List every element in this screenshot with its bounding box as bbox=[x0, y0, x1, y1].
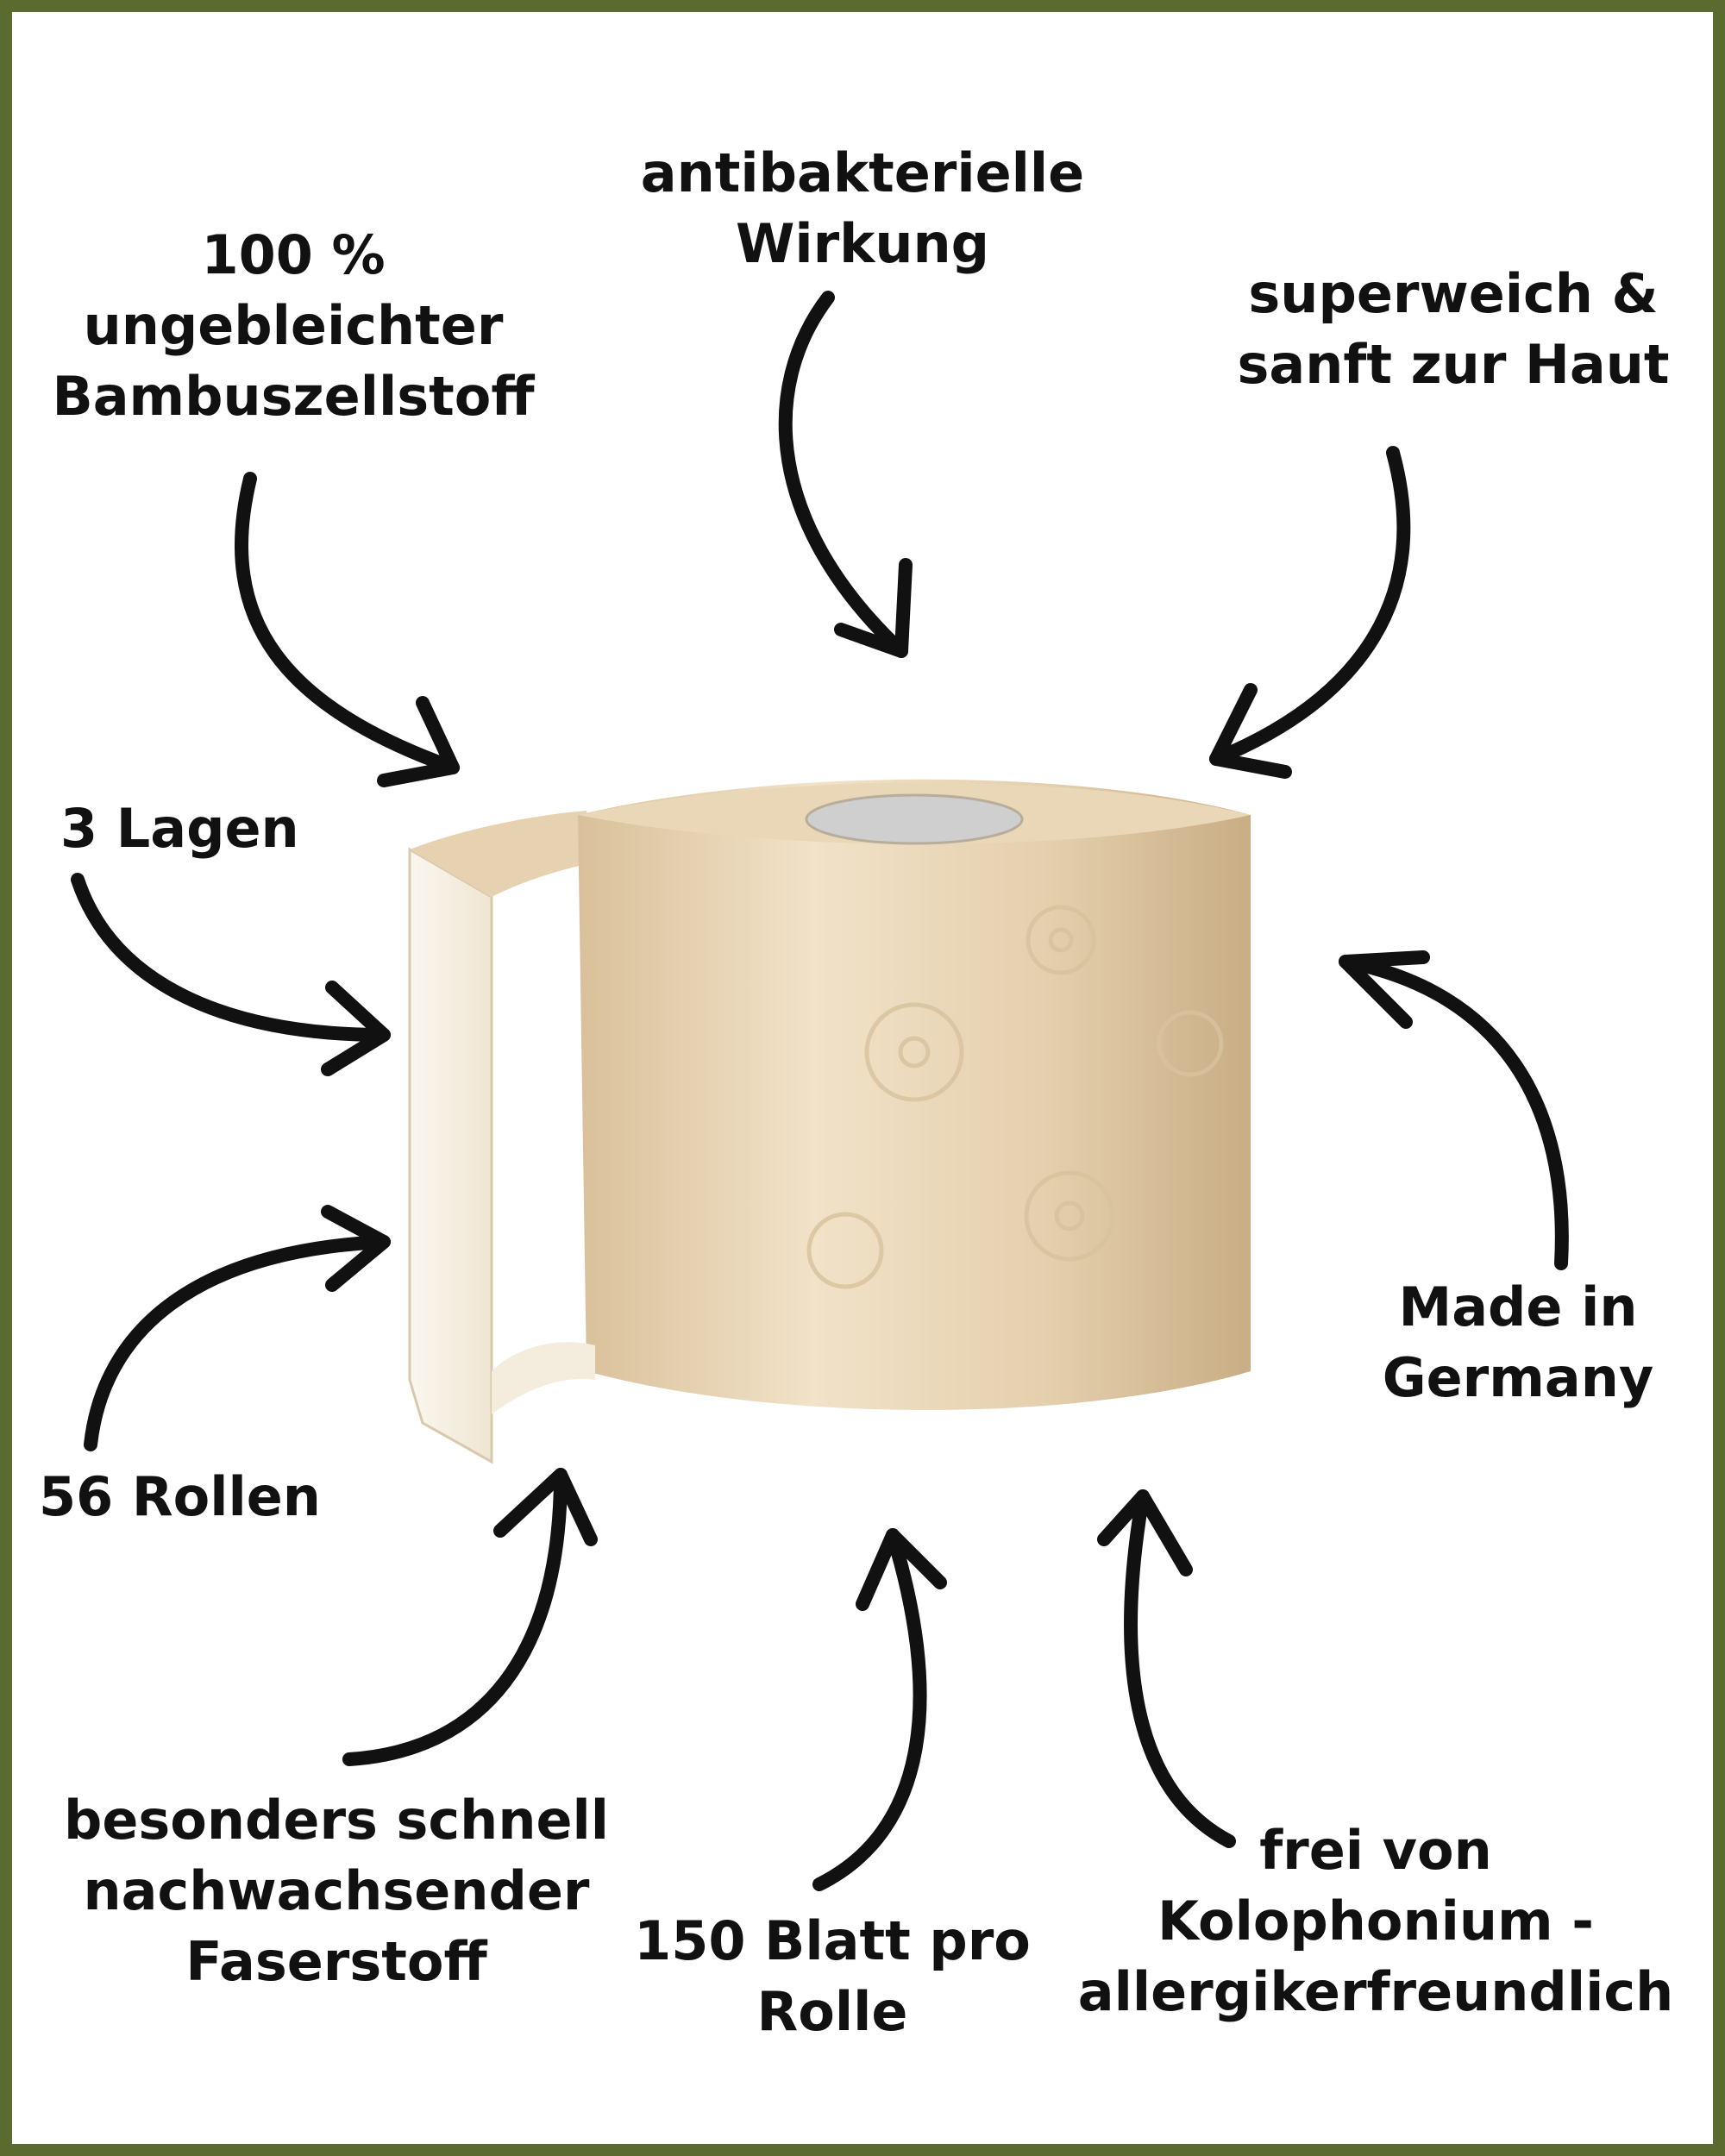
arrow-superweich bbox=[1209, 446, 1411, 766]
label-superweich-line2: sanft zur Haut bbox=[1237, 333, 1670, 396]
label-blatt-line1: 150 Blatt pro bbox=[634, 1909, 1031, 1972]
label-germany: Made in Germany bbox=[1346, 1272, 1690, 1413]
arrow-kolophonium bbox=[1124, 1489, 1236, 1848]
arrow-antibakteriell bbox=[778, 291, 908, 658]
arrow-germany-head bbox=[1339, 950, 1430, 1029]
label-bambus: 100 % ungebleichter Bambuszellstoff bbox=[52, 220, 535, 432]
arrow-rollen bbox=[84, 1235, 391, 1451]
arrow-faserstoff-head bbox=[493, 1468, 598, 1546]
arrow-antibakteriell-head bbox=[834, 558, 913, 658]
label-bambus-line2: ungebleichter bbox=[83, 294, 504, 357]
label-faserstoff-line2: nachwachsender bbox=[83, 1859, 590, 1922]
label-bambus-line1: 100 % bbox=[201, 223, 386, 286]
label-lagen: 3 Lagen bbox=[60, 793, 405, 864]
toilet-paper-roll-icon bbox=[408, 779, 1251, 1464]
arrow-blatt bbox=[812, 1528, 927, 1891]
label-superweich-line1: superweich & bbox=[1248, 262, 1659, 325]
arrow-lagen-head bbox=[321, 981, 391, 1076]
label-blatt-line2: Rolle bbox=[756, 1980, 908, 2043]
label-rollen: 56 Rollen bbox=[39, 1462, 384, 1532]
label-bambus-line3: Bambuszellstoff bbox=[52, 365, 535, 428]
label-kolophonium-line1: frei von bbox=[1259, 1819, 1492, 1882]
arrow-blatt-head bbox=[856, 1528, 947, 1611]
label-faserstoff: besonders schnell nachwachsender Faserst… bbox=[52, 1785, 621, 1997]
label-kolophonium-line2: Kolophonium - bbox=[1157, 1890, 1594, 1952]
roll-sheet-top bbox=[410, 811, 595, 897]
arrow-bambus-head bbox=[377, 696, 460, 787]
label-germany-line1: Made in bbox=[1398, 1275, 1638, 1338]
roll-sheet-curl bbox=[492, 1342, 595, 1414]
label-antibakteriell-line2: Wirkung bbox=[735, 212, 990, 275]
label-kolophonium-line3: allergikerfreundlich bbox=[1077, 1960, 1674, 2023]
label-antibakteriell-line1: antibakterielle bbox=[640, 141, 1085, 204]
roll-body bbox=[578, 779, 1251, 1410]
roll-sheet bbox=[408, 847, 493, 1464]
label-germany-line2: Germany bbox=[1382, 1346, 1654, 1409]
label-superweich: superweich & sanft zur Haut bbox=[1208, 259, 1699, 400]
roll-core bbox=[805, 793, 1024, 845]
arrow-germany bbox=[1339, 955, 1569, 1270]
label-blatt: 150 Blatt pro Rolle bbox=[621, 1906, 1044, 2047]
label-faserstoff-line3: Faserstoff bbox=[185, 1930, 487, 1993]
arrow-bambus bbox=[234, 472, 460, 774]
label-antibakteriell: antibakterielle Wirkung bbox=[621, 138, 1104, 279]
label-lagen-line1: 3 Lagen bbox=[60, 797, 299, 860]
arrow-lagen bbox=[71, 873, 391, 1042]
label-faserstoff-line1: besonders schnell bbox=[63, 1789, 610, 1852]
arrow-faserstoff bbox=[342, 1468, 568, 1766]
arrow-superweich-head bbox=[1209, 683, 1292, 779]
arrow-kolophonium-head bbox=[1097, 1489, 1193, 1576]
label-rollen-line1: 56 Rollen bbox=[39, 1465, 321, 1528]
label-kolophonium: frei von Kolophonium - allergikerfreundl… bbox=[1070, 1815, 1682, 2028]
arrow-rollen-head bbox=[321, 1205, 391, 1292]
